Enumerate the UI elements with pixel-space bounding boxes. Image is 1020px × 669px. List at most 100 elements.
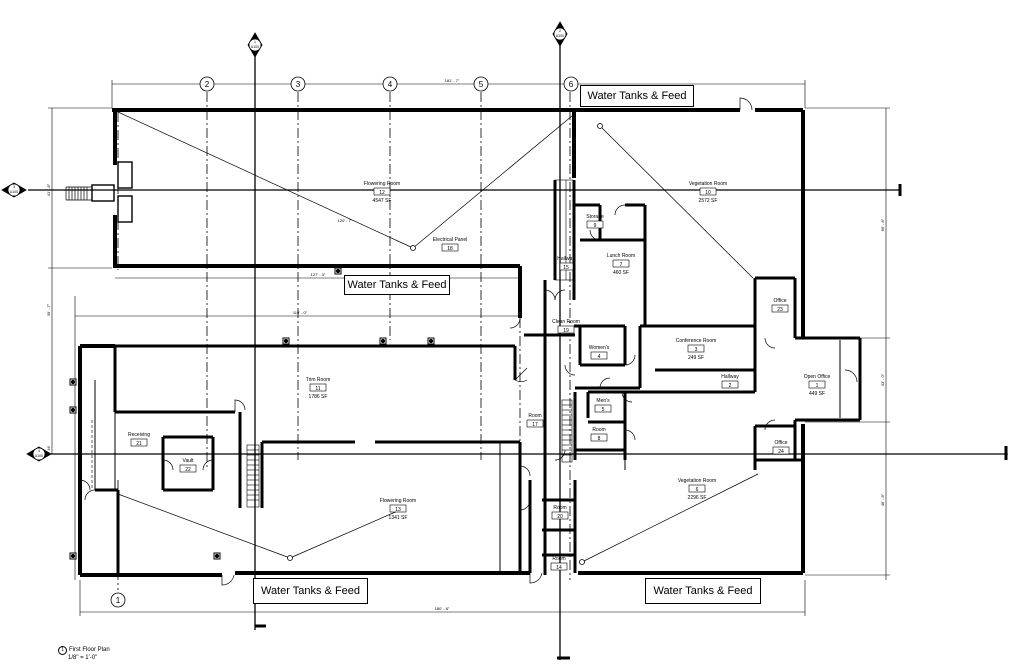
svg-text:4547 SF: 4547 SF (373, 198, 392, 204)
svg-text:6: 6 (569, 80, 574, 89)
svg-text:17: 17 (532, 422, 538, 428)
svg-text:5: 5 (479, 80, 484, 89)
grid-bubble-1: 1 (110, 592, 126, 608)
svg-text:A100: A100 (251, 45, 259, 49)
entry-stair (65, 186, 92, 201)
room-tag-office-24: Office 24 (772, 440, 790, 455)
svg-text:Vault: Vault (182, 458, 194, 464)
svg-text:Flowering Room: Flowering Room (364, 181, 400, 187)
exterior-walls (78, 108, 805, 577)
svg-text:3: 3 (13, 185, 15, 189)
svg-text:5: 5 (602, 407, 605, 413)
view-number: 1 (58, 646, 67, 655)
svg-text:Room: Room (528, 413, 541, 419)
dim-right-lower: 46' - 8" (880, 493, 885, 506)
svg-text:1: 1 (254, 40, 256, 44)
interior-walls (95, 180, 862, 575)
dim-top: 181' - 7" (445, 78, 460, 83)
room-tag-trim-11: Trim Room 11 1786 SF (306, 377, 331, 400)
dim-left-mid: 39' - 7" (46, 303, 51, 316)
svg-text:Room: Room (552, 556, 565, 562)
svg-text:A100: A100 (10, 190, 18, 194)
grid-lines (40, 92, 1008, 590)
dimension-text: 181' - 7" 180' - 8" 127' - 3" 119' - 0" … (46, 78, 885, 611)
svg-text:6: 6 (696, 487, 699, 493)
svg-text:Room: Room (592, 427, 605, 433)
svg-text:Women's: Women's (589, 345, 610, 351)
dim-tank-band: 127' - 3" (311, 272, 326, 277)
svg-text:11: 11 (315, 386, 320, 392)
svg-text:7: 7 (620, 262, 623, 268)
room-tag-flowering-12: Flowering Room 12 4547 SF (364, 181, 400, 204)
room-tag-receiving-21: Receiving 21 (128, 432, 150, 447)
svg-text:1786 SF: 1786 SF (309, 394, 328, 400)
svg-text:2572 SF: 2572 SF (699, 198, 718, 204)
section-markers: 1 A100 2 A100 3 A100 4 A100 (1, 21, 568, 462)
room-tag-room-14: Room 14 (550, 556, 568, 571)
svg-text:14: 14 (556, 565, 562, 571)
dimension-lines (48, 80, 890, 616)
callout-water-tanks-bottom-right: Water Tanks & Feed (645, 578, 761, 604)
grid-bubble-2: 2 (199, 76, 215, 92)
svg-text:2: 2 (559, 29, 561, 33)
svg-text:3: 3 (296, 80, 301, 89)
svg-text:19: 19 (563, 328, 569, 334)
columns (69, 267, 435, 560)
room-tag-room-17: Room 17 (526, 413, 544, 428)
room-tag-vegetation-10: Vegetation Room 10 2572 SF (689, 181, 727, 204)
room-tag-room-20: Room 20 (551, 505, 569, 520)
grid-bubble-5: 5 (473, 76, 489, 92)
svg-text:Men's: Men's (596, 398, 610, 404)
svg-text:Vegetation Room: Vegetation Room (678, 478, 716, 484)
svg-text:Vegetation Room: Vegetation Room (689, 181, 727, 187)
dim-left-lower: 46' (46, 445, 51, 450)
svg-text:Lunch Room: Lunch Room (607, 253, 635, 259)
svg-text:Open Office: Open Office (804, 374, 831, 380)
svg-text:2: 2 (205, 80, 210, 89)
svg-text:249 SF: 249 SF (688, 355, 704, 361)
room-tag-lunch-7: Lunch Room 7 460 SF (607, 253, 635, 276)
room-tag-vault-22: Vault 22 (179, 458, 197, 473)
room-tag-mens-5: Men's 5 (594, 398, 612, 413)
room-leaders (117, 111, 759, 563)
room-tag-room-8: Room 8 (590, 427, 608, 442)
interior-stairs (246, 179, 574, 508)
svg-text:1: 1 (816, 383, 819, 389)
view-title-text: First Floor Plan (69, 647, 110, 653)
callout-water-tanks-bottom-left: Water Tanks & Feed (253, 578, 368, 604)
svg-text:4: 4 (388, 80, 393, 89)
svg-text:460 SF: 460 SF (613, 270, 629, 276)
room-tag-office-23: Office 23 (771, 298, 789, 313)
grid-bubble-3: 3 (290, 76, 306, 92)
room-tag-womens-4: Women's 4 (589, 345, 610, 360)
grid-bubbles: 2 3 4 5 6 1 (110, 76, 579, 608)
svg-text:10: 10 (705, 190, 711, 196)
room-tag-vegetation-6: Vegetation Room 6 2296 SF (678, 478, 716, 501)
svg-text:8: 8 (598, 436, 601, 442)
room-tag-electrical-18: Electrical Panel 18 (433, 237, 467, 252)
svg-text:22: 22 (185, 467, 191, 473)
svg-text:1341 SF: 1341 SF (389, 515, 408, 521)
door-swings (79, 97, 858, 586)
dim-trim-top: 119' - 0" (293, 310, 308, 315)
svg-text:20: 20 (557, 514, 563, 520)
room-tag-storage-9: Storage 9 (586, 214, 604, 229)
svg-text:Conference Room: Conference Room (676, 338, 717, 344)
section-marker-left-lower: 4 A100 (26, 446, 52, 462)
svg-text:Office: Office (774, 298, 787, 304)
room-tag-hallway-2: Hallway 2 (721, 374, 739, 389)
svg-text:1: 1 (116, 596, 121, 605)
svg-text:Trim Room: Trim Room (306, 377, 331, 383)
svg-text:13: 13 (395, 507, 401, 513)
svg-text:2296 SF: 2296 SF (688, 495, 707, 501)
svg-text:Hallway: Hallway (721, 374, 739, 380)
room-tags: Flowering Room 12 4547 SF Vegetation Roo… (128, 181, 830, 571)
svg-text:Storage: Storage (586, 214, 604, 220)
dim-right-upper: 66' - 8" (880, 218, 885, 231)
callout-water-tanks-middle: Water Tanks & Feed (344, 275, 450, 295)
room-tag-clean-19: Clean Room 19 (552, 319, 580, 334)
grid-bubble-4: 4 (382, 76, 398, 92)
svg-text:Room: Room (553, 505, 566, 511)
svg-text:Clean Room: Clean Room (552, 319, 580, 325)
